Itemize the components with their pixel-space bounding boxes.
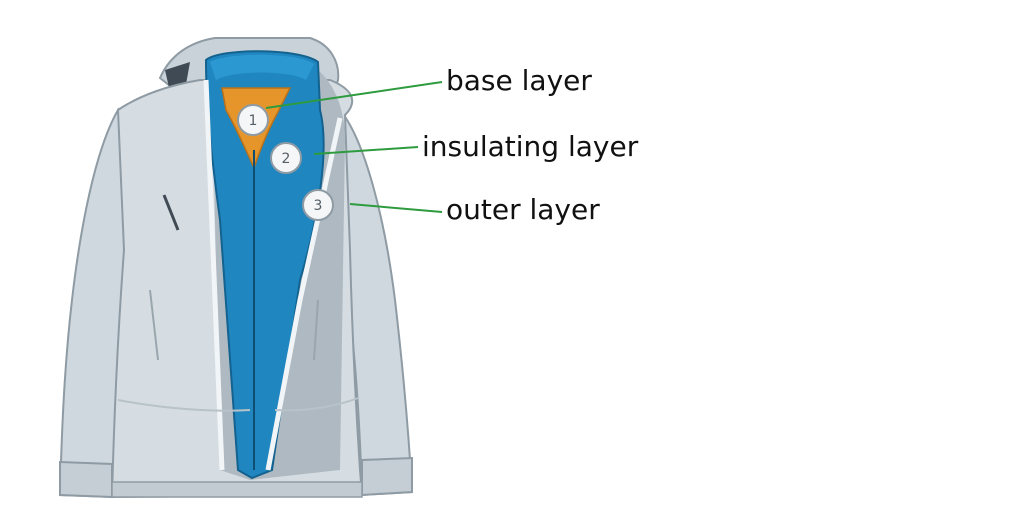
callout-badge-1: 1 [237, 104, 269, 136]
svg-text:1: 1 [249, 113, 258, 129]
jacket-hem [111, 481, 363, 498]
leader-line-insulating [313, 146, 419, 155]
hand-pocket-right [313, 299, 319, 361]
left-cuff [59, 460, 113, 499]
insulating-layer-label: insulating layer [422, 130, 639, 163]
hand-pocket-left [149, 289, 159, 361]
hem-seam-left [117, 399, 251, 412]
svg-text:2: 2 [282, 151, 291, 167]
leader-line-base [265, 81, 443, 109]
chest-pocket [162, 194, 180, 231]
base-layer-label: base layer [446, 64, 592, 97]
leader-line-outer [349, 203, 443, 213]
right-cuff [361, 456, 413, 497]
shell-left-placket [203, 79, 225, 471]
fleece-collar [210, 54, 314, 80]
outer-layer-label: outer layer [446, 193, 600, 226]
svg-text:3: 3 [314, 198, 323, 214]
callout-badge-3: 3 [302, 189, 334, 221]
shell-right-placket [265, 117, 343, 471]
hem-seam-right [274, 397, 359, 412]
callout-badge-2: 2 [270, 142, 302, 174]
jacket-right-sleeve [336, 107, 414, 497]
